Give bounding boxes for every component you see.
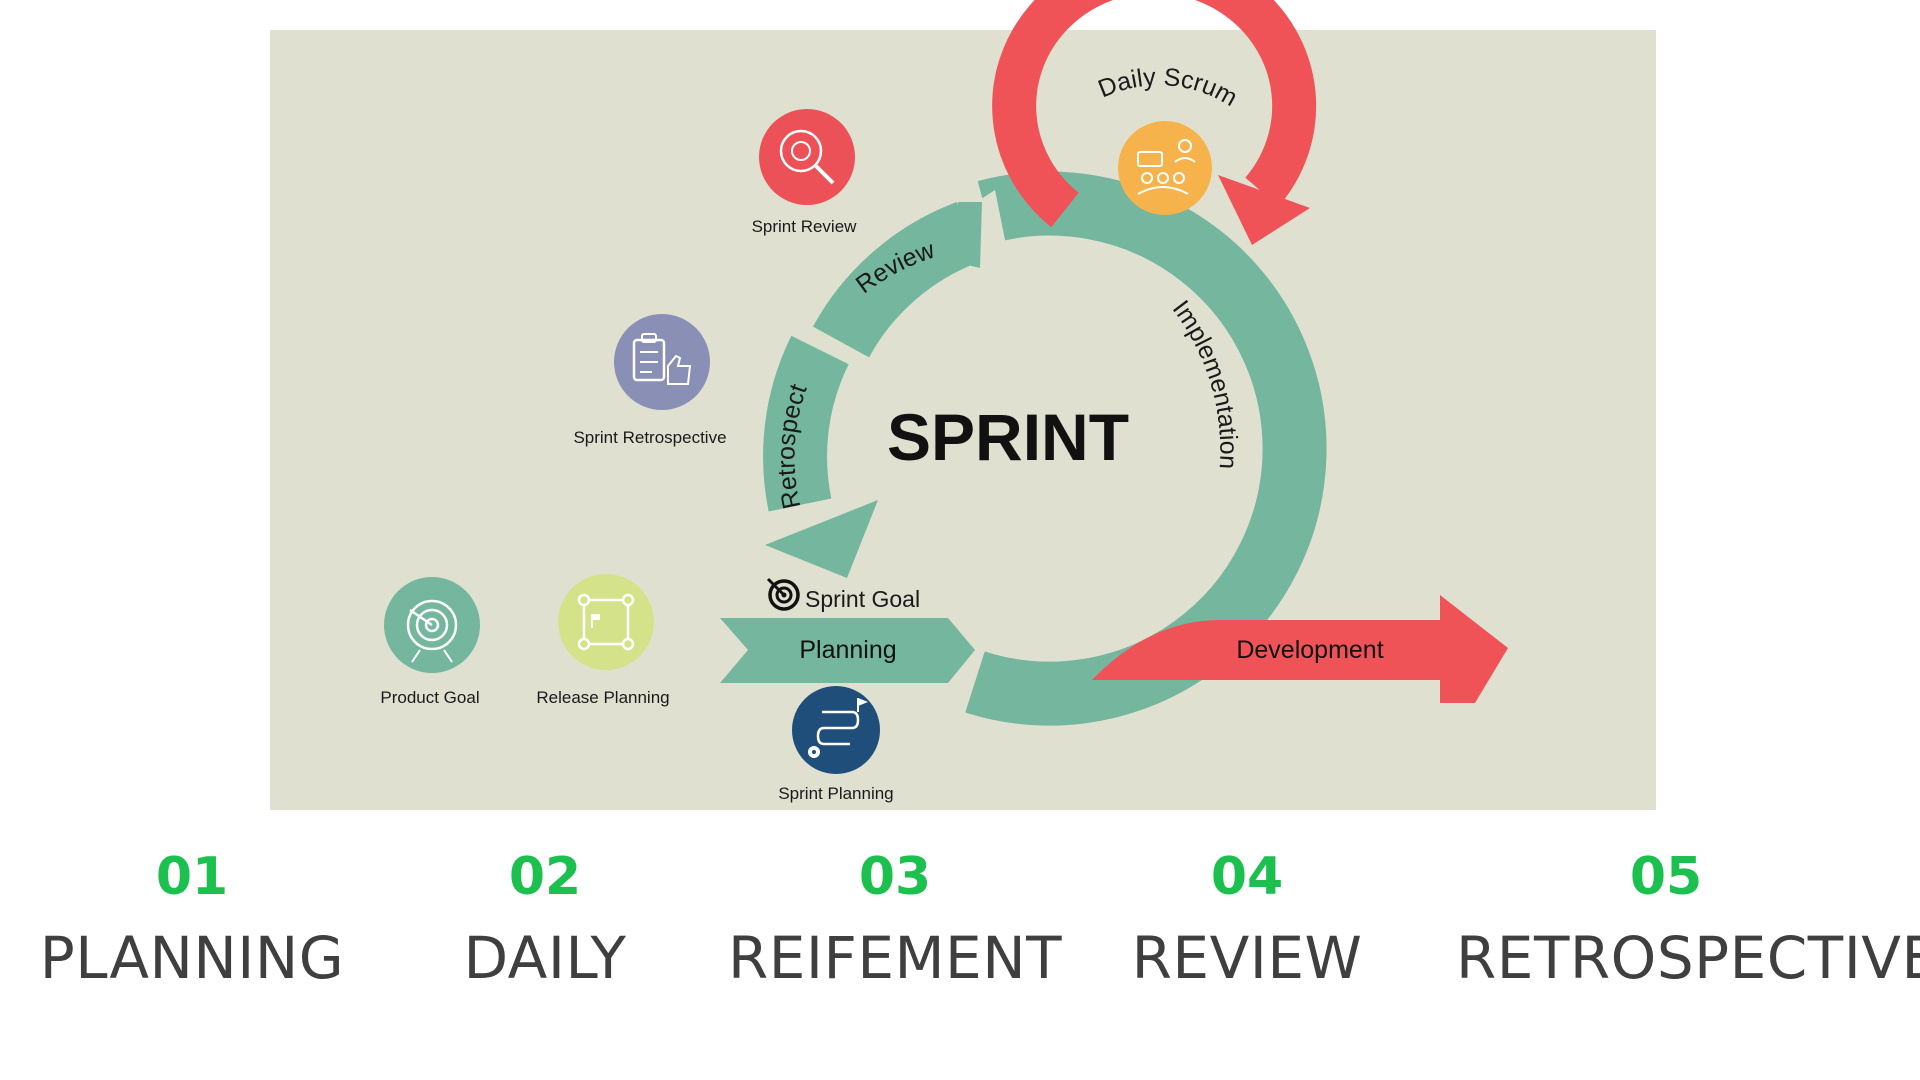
step-daily: 02 DAILY xyxy=(335,845,755,993)
step-label: DAILY xyxy=(463,924,627,992)
development-label: Development xyxy=(1236,636,1383,664)
route-flag-icon xyxy=(558,574,654,670)
planning-chevron xyxy=(720,618,975,683)
step-label: REVIEW xyxy=(1131,924,1363,992)
team-meeting-icon xyxy=(1118,121,1212,215)
step-number: 01 xyxy=(155,847,229,907)
review-arc xyxy=(812,202,980,358)
sprint-retrospective-label: Sprint Retrospective xyxy=(573,428,726,447)
retrospect-arrowhead xyxy=(765,500,878,578)
roadmap-icon xyxy=(792,686,880,774)
sprint-steps: 01 PLANNING 02 DAILY 03 REIFEMENT 04 REV… xyxy=(0,845,1920,1045)
step-retrospective: 05 RETROSPECTIVE xyxy=(1456,845,1920,993)
step-label: PLANNING xyxy=(39,924,345,992)
step-label: RETROSPECTIVE xyxy=(1456,924,1920,992)
development-arrow xyxy=(1092,595,1508,703)
sprint-planning-label: Sprint Planning xyxy=(778,784,893,803)
step-number: 04 xyxy=(1210,847,1284,907)
planning-label: Planning xyxy=(799,636,896,664)
sprint-review-icon xyxy=(759,109,855,205)
step-review: 04 REVIEW xyxy=(1037,845,1457,993)
implementation-arc xyxy=(965,171,1327,726)
product-goal-label: Product Goal xyxy=(380,688,479,707)
step-label: REIFEMENT xyxy=(727,924,1063,992)
sprint-goal-label: Sprint Goal xyxy=(805,586,920,612)
daily-scrum-arc xyxy=(992,0,1317,228)
step-number: 03 xyxy=(858,847,932,907)
step-number: 05 xyxy=(1629,847,1703,907)
retrospect-arc xyxy=(763,335,849,512)
step-reifement: 03 REIFEMENT xyxy=(685,845,1105,993)
sprint-review-label: Sprint Review xyxy=(752,217,858,236)
step-number: 02 xyxy=(508,847,582,907)
step-planning: 01 PLANNING xyxy=(0,845,402,993)
target-dart-icon xyxy=(766,577,800,611)
release-planning-label: Release Planning xyxy=(536,688,669,707)
daily-scrum-arrowhead xyxy=(1218,175,1310,245)
clipboard-thumbs-up-icon xyxy=(614,314,710,410)
review-arc-tail xyxy=(955,202,982,268)
target-icon xyxy=(384,577,480,673)
sprint-title: SPRINT xyxy=(887,400,1129,474)
